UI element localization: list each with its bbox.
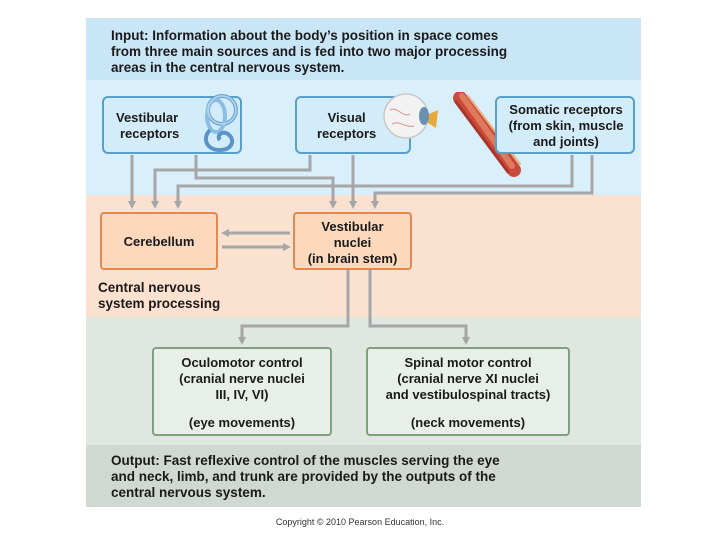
- input-band: [86, 18, 641, 80]
- somatic-receptors-box: Somatic receptors (from skin, muscle and…: [495, 96, 635, 154]
- cerebellum-box: Cerebellum: [100, 212, 218, 270]
- muscle-icon: [453, 92, 521, 177]
- arrow-visual-to-cerebellum: [151, 155, 312, 209]
- arrow-nuclei-to-spinal: [368, 270, 470, 345]
- spinal-motor-control-box: Spinal motor control (cranial nerve XI n…: [366, 347, 570, 436]
- arrow-vestibular-to-nuclei: [194, 155, 337, 209]
- cns-processing-label: Central nervous system processing: [98, 280, 221, 311]
- inner-ear-icon: [203, 94, 238, 153]
- arrow-nuclei-to-oculomotor: [238, 270, 350, 345]
- output-band: [86, 445, 641, 507]
- arrow-somatic-to-cerebellum: [174, 155, 574, 209]
- input-description: Input: Information about the body’s posi…: [111, 28, 508, 75]
- copyright-notice: Copyright © 2010 Pearson Education, Inc.: [275, 517, 445, 527]
- vestibular-nuclei-box: Vestibular nuclei (in brain stem): [293, 212, 412, 270]
- eyeball-icon: [383, 93, 438, 139]
- output-description: Output: Fast reflexive control of the mu…: [111, 453, 500, 500]
- oculomotor-control-box: Oculomotor control (cranial nerve nuclei…: [152, 347, 332, 436]
- arrow-somatic-to-nuclei: [371, 155, 594, 209]
